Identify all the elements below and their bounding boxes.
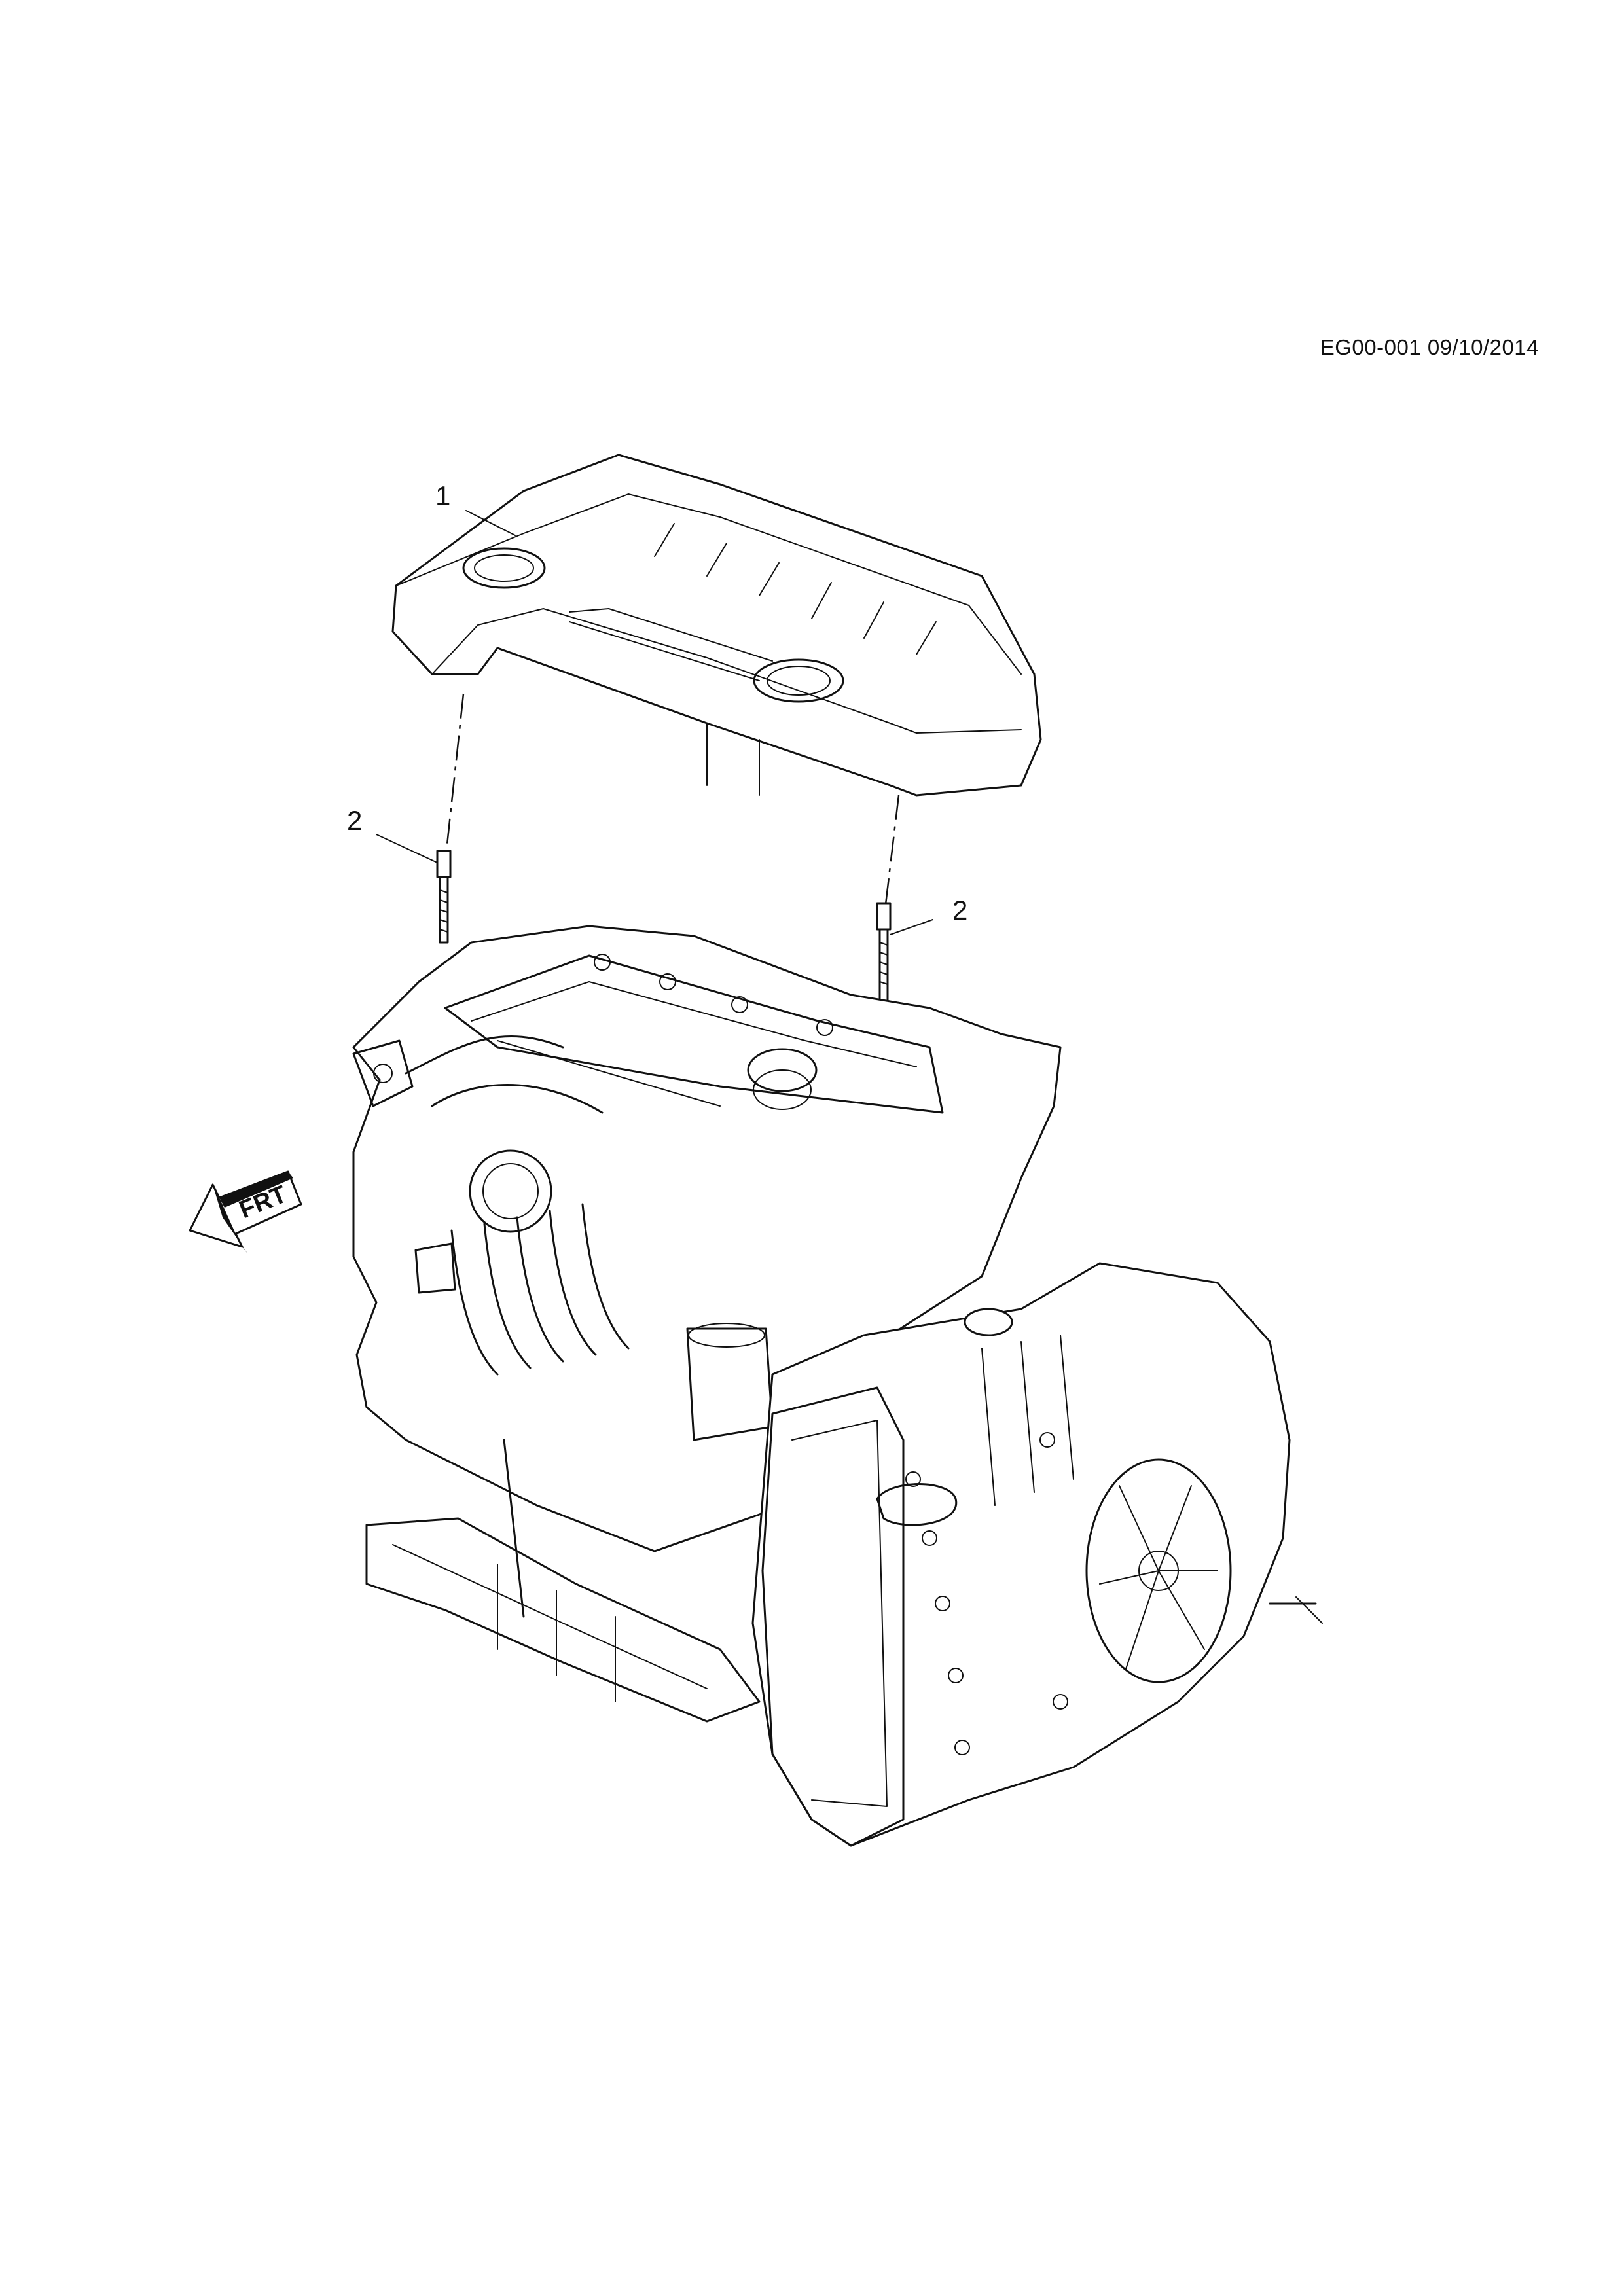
engine-assembly <box>352 925 1062 1723</box>
assembly-line-right <box>884 795 900 910</box>
engine-cover[interactable] <box>391 454 1042 797</box>
front-direction-arrow-icon: FRT <box>189 1170 302 1253</box>
leader-line-1 <box>465 510 516 536</box>
stud-right[interactable] <box>876 902 892 1003</box>
callout-2-left: 2 <box>347 805 362 836</box>
stud-left[interactable] <box>436 850 452 944</box>
assembly-line-left <box>445 693 465 852</box>
callout-1: 1 <box>435 480 450 511</box>
transaxle-assembly <box>751 1262 1323 1847</box>
callout-2-right: 2 <box>952 895 967 925</box>
document-reference: EG00-001 09/10/2014 <box>1320 335 1539 359</box>
leader-line-2-left <box>376 834 438 863</box>
leader-line-2-right <box>890 919 933 935</box>
